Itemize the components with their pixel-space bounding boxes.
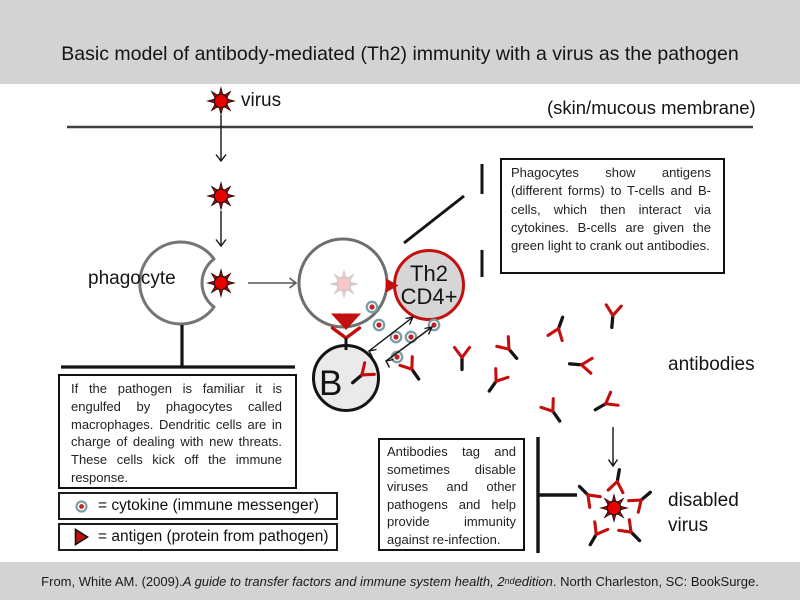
citation-prefix: From, White AM. (2009).: [41, 573, 183, 589]
antibody-icon: [546, 313, 572, 343]
disabled-virus-label: disabled virus: [668, 488, 778, 538]
antibody-icon: [627, 484, 657, 514]
callout-antibody-box: [536, 437, 577, 553]
cytokine-icon: [74, 499, 89, 514]
b-cell-label: B: [319, 364, 343, 403]
antibody-icon: [589, 390, 620, 418]
cytokine-icon: [372, 318, 386, 332]
antibody-icon: [481, 367, 510, 398]
cytokine-icon: [365, 300, 379, 314]
membrane-label: (skin/mucous membrane): [547, 97, 756, 118]
virus-label: virus: [241, 90, 282, 111]
legend-item-cytokine: = cytokine (immune messenger): [58, 492, 338, 520]
virus-icon: [207, 182, 235, 210]
citation-suffix: . North Charleston, SC: BookSurge.: [552, 573, 759, 589]
faded-virus-icon: [330, 270, 358, 298]
antibody-icon: [539, 397, 568, 428]
info-box-phagocytes: Phagocytes show antigens (different form…: [500, 158, 725, 274]
cytokine-icon: [390, 350, 404, 364]
cytokine-exchange-arrows: [367, 316, 434, 368]
arrow-down-2: [215, 211, 227, 248]
antibody-icon: [617, 518, 647, 548]
legend-antigen-label: = antigen (protein from pathogen): [98, 528, 329, 545]
citation-title-end: edition: [514, 573, 553, 589]
antigen-icon: [74, 528, 89, 546]
antibody-icon: [606, 466, 629, 495]
cd4-label: CD4+: [400, 284, 458, 309]
antibodies-label: antibodies: [668, 354, 755, 375]
title-bar: Basic model of antibody-mediated (Th2) i…: [0, 0, 800, 84]
antibody-cluster: [398, 303, 623, 428]
cytokine-icon: [427, 318, 441, 332]
disabled-virus-label-line1: disabled: [668, 490, 739, 511]
antibody-icon: [572, 479, 602, 509]
info-box-pathogen: If the pathogen is familiar it is engulf…: [58, 374, 297, 489]
receptor-arms: [330, 326, 362, 341]
cytokine-icon: [404, 330, 418, 344]
disabled-virus-label-line2: virus: [668, 515, 709, 536]
phagocyte-label: phagocyte: [88, 268, 176, 289]
arrow-down-1: [215, 115, 227, 163]
th2-cd4-cell: Th2 CD4+: [393, 249, 465, 321]
virus-icon: [207, 269, 235, 297]
antibody-icon: [452, 345, 472, 372]
page-title: Basic model of antibody-mediated (Th2) i…: [61, 43, 739, 65]
citation-bar: From, White AM. (2009). A guide to trans…: [0, 562, 800, 600]
dendritic-cell: [297, 237, 389, 329]
citation-title: A guide to transfer factors and immune s…: [182, 573, 505, 589]
antibody-icon: [398, 355, 427, 386]
arrow-right: [248, 277, 298, 289]
callout-pathogen-box: [61, 325, 295, 369]
antigen-icon: [331, 313, 361, 330]
legend-cytokine-label: = cytokine (immune messenger): [98, 497, 319, 514]
arrow-antibodies-to-disabled: [607, 427, 619, 468]
disabled-virus-icon: [572, 466, 657, 551]
antibody-icon: [567, 354, 594, 375]
legend-item-antigen: = antigen (protein from pathogen): [58, 523, 338, 551]
virus-icon: [207, 87, 235, 115]
th2-label: Th2: [410, 261, 448, 286]
antibody-icon: [602, 303, 623, 330]
info-box-antibodies: Antibodies tag and sometimes disable vir…: [378, 438, 525, 551]
antibody-icon: [582, 520, 610, 551]
virus-icon: [600, 494, 628, 522]
antibody-icon: [495, 335, 525, 365]
cytokine-icon: [389, 330, 403, 344]
